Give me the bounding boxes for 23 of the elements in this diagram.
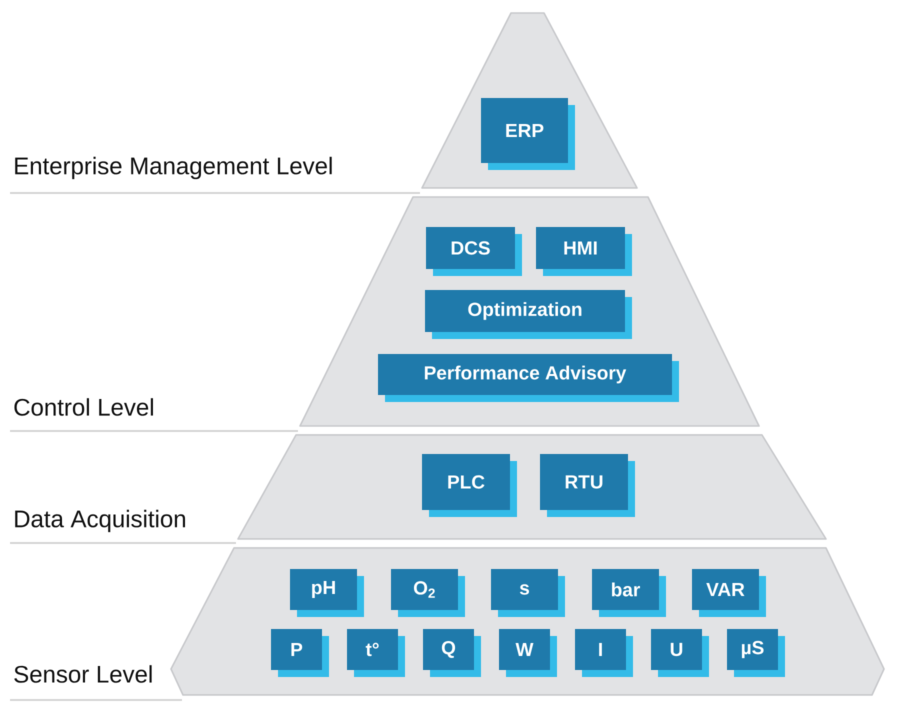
item-box: Optimization [425, 290, 632, 339]
item-box: ERP [481, 98, 575, 170]
item-box: s [491, 568, 565, 617]
item-box: P [271, 628, 329, 677]
item-box: PLC [422, 454, 517, 517]
level-label: Data Acquisition [15, 510, 186, 532]
item-box: W [499, 628, 557, 677]
item-box: VAR [692, 568, 766, 617]
item-box: pH [290, 568, 364, 617]
item-box: U [651, 628, 709, 677]
item-box: HMI [536, 227, 632, 276]
level-label: Sensor Level [14, 665, 152, 683]
item-box: bar [592, 568, 666, 617]
item-box: O$_{2}$ [391, 568, 465, 617]
item-box: t° [347, 628, 405, 677]
item-box: Performance Advisory [378, 354, 679, 402]
item-box: RTU [540, 454, 635, 517]
level-label: Enterprise Management Level [15, 156, 332, 180]
item-box: Q [423, 628, 481, 677]
item-box: DCS [426, 227, 522, 276]
level-label: Control Level [14, 398, 153, 416]
item-box: µS [727, 628, 785, 677]
item-box: I [575, 628, 633, 677]
